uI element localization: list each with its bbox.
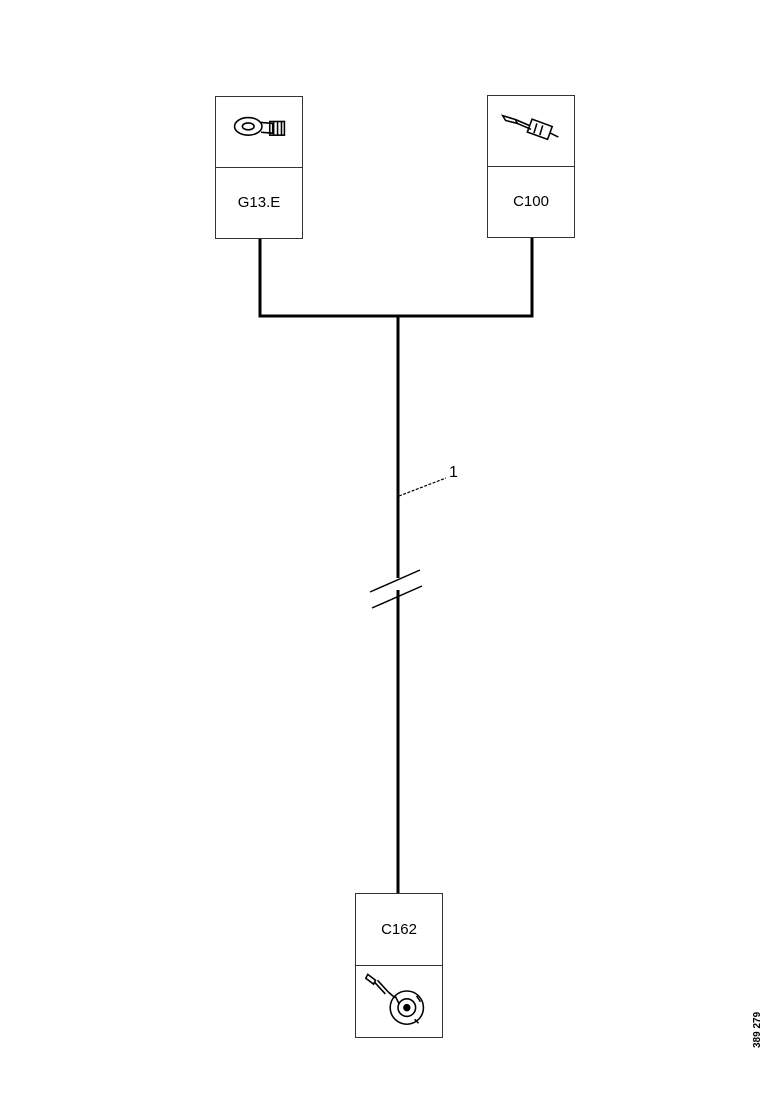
callout-leader [398, 477, 447, 497]
connector-label-c100: C100 [513, 193, 549, 211]
inline-connector-icon [488, 96, 574, 167]
motor-connector-icon [356, 966, 442, 1038]
connector-label-c162: C162 [356, 894, 442, 966]
connector-label-g13e: G13.E [237, 194, 281, 212]
wire-break-icon [369, 569, 423, 609]
connector-box-g13e[interactable]: G13.E [215, 96, 303, 239]
connector-box-c162[interactable]: C162 [355, 893, 443, 1038]
ground-lug-icon [216, 97, 302, 168]
wire-callout-label: 1 [449, 464, 458, 481]
connector-box-c100[interactable]: C100 [487, 95, 575, 238]
reference-code: 389 279 [752, 1011, 763, 1048]
